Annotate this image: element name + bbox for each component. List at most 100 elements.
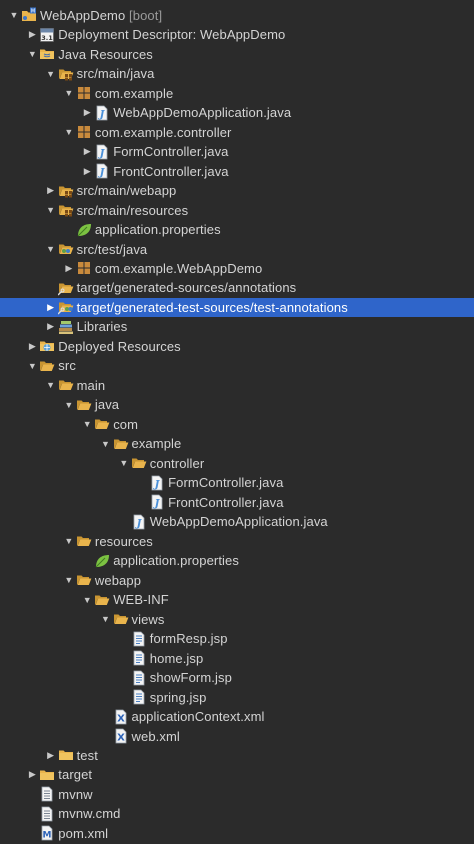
chevron-down-icon[interactable] [62,395,76,414]
chevron-down-icon[interactable] [62,84,76,103]
tree-item-src-test-java[interactable]: src/test/java [0,239,474,259]
tree-item-text: java [94,397,120,413]
chevron-down-icon[interactable] [44,376,58,395]
chevron-right-icon[interactable] [44,298,58,317]
tree-item-home-jsp[interactable]: home.jsp [0,648,474,668]
tree-item-java[interactable]: java [0,395,474,415]
tree-item-webapp[interactable]: webapp [0,570,474,590]
chevron-right-icon[interactable] [25,765,39,784]
tree-item-src-main-java[interactable]: src/main/java [0,64,474,84]
tree-item-label: example [132,434,182,453]
tree-item-com-example-webappdemo[interactable]: com.example.WebAppDemo [0,259,474,279]
tree-item-libraries[interactable]: Libraries [0,317,474,337]
tree-item-main[interactable]: main [0,376,474,396]
tree-item-label: target [58,765,92,784]
tree-item-text: WebAppDemo [40,7,126,23]
xml-file-icon: X [113,728,129,744]
chevron-down-icon[interactable] [80,415,94,434]
folder-open-icon [94,416,110,432]
tree-item-label: Java Resources [58,45,153,64]
tree-item-com-example-controller[interactable]: com.example.controller [0,122,474,142]
chevron-down-icon[interactable] [44,201,58,220]
tree-item-spring-jsp[interactable]: spring.jsp [0,687,474,707]
chevron-down-icon[interactable] [62,571,76,590]
tree-item-label: formResp.jsp [150,629,228,648]
tree-item-deployed-resources[interactable]: Deployed Resources [0,337,474,357]
jsp-file-icon [131,631,147,647]
chevron-down-icon[interactable] [117,454,131,473]
tree-item-src-main-webapp[interactable]: src/main/webapp [0,181,474,201]
chevron-right-icon[interactable] [80,103,94,122]
jsp-file-icon [131,689,147,705]
chevron-down-icon[interactable] [25,356,39,375]
generated-source-folder-icon [57,280,74,296]
tree-item-label: spring.jsp [150,688,207,707]
tree-item-com-example[interactable]: com.example [0,83,474,103]
chevron-down-icon[interactable] [62,532,76,551]
tree-item-mvnw-cmd[interactable]: mvnw.cmd [0,804,474,824]
tree-item-text: com.example.WebAppDemo [94,260,263,276]
tree-item-showform-jsp[interactable]: showForm.jsp [0,668,474,688]
chevron-right-icon[interactable] [80,162,94,181]
tree-item-resources[interactable]: resources [0,531,474,551]
chevron-right-icon[interactable] [80,142,94,161]
tree-item-text: com.example [94,85,174,101]
tree-item-target[interactable]: target [0,765,474,785]
chevron-right-icon[interactable] [44,181,58,200]
tree-item-label: applicationContext.xml [132,707,265,726]
tree-item-text: FrontController.java [168,494,284,510]
tree-item-java-resources[interactable]: Java Resources [0,44,474,64]
tree-item-com[interactable]: com [0,415,474,435]
chevron-down-icon[interactable] [44,64,58,83]
tree-item-application-properties[interactable]: application.properties [0,220,474,240]
tree-item-controller[interactable]: controller [0,454,474,474]
svg-text:3.1: 3.1 [42,34,54,42]
text-file-icon [39,786,55,802]
chevron-right-icon[interactable] [25,337,39,356]
xml-file-icon: X [113,709,129,725]
tree-item-src-main-resources[interactable]: src/main/resources [0,200,474,220]
chevron-right-icon[interactable] [62,259,76,278]
chevron-down-icon[interactable] [62,123,76,142]
tree-item-src[interactable]: src [0,356,474,376]
tree-item-mvnw[interactable]: mvnw [0,785,474,805]
jsp-file-icon [131,670,147,686]
chevron-right-icon[interactable] [25,25,39,44]
tree-item-label: com.example.controller [95,123,232,142]
tree-item-application-properties[interactable]: application.properties [0,551,474,571]
chevron-right-icon[interactable] [44,746,58,765]
tree-item-views[interactable]: views [0,609,474,629]
tree-item-example[interactable]: example [0,434,474,454]
tree-item-formresp-jsp[interactable]: formResp.jsp [0,629,474,649]
tree-item-web-inf[interactable]: WEB-INF [0,590,474,610]
folder-open-icon [39,358,55,374]
chevron-down-icon[interactable] [80,590,94,609]
tree-item-label: home.jsp [150,649,204,668]
tree-item-label: controller [150,454,204,473]
chevron-down-icon[interactable] [7,6,21,25]
tree-item-test[interactable]: test [0,746,474,766]
chevron-right-icon[interactable] [44,317,58,336]
chevron-down-icon[interactable] [25,45,39,64]
chevron-down-icon[interactable] [44,240,58,259]
java-source-file-icon: J [131,514,147,530]
package-icon [76,85,92,101]
tree-item-target-generated-sources-annotations[interactable]: target/generated-sources/annotations [0,278,474,298]
chevron-down-icon[interactable] [99,610,113,629]
tree-item-target-generated-test-sources-test-annotations[interactable]: target/generated-test-sources/test-annot… [0,297,474,318]
tree-item-text: home.jsp [149,650,204,666]
tree-spacer [135,493,149,512]
chevron-down-icon[interactable] [99,434,113,453]
tree-item-text: pom.xml [58,825,109,841]
